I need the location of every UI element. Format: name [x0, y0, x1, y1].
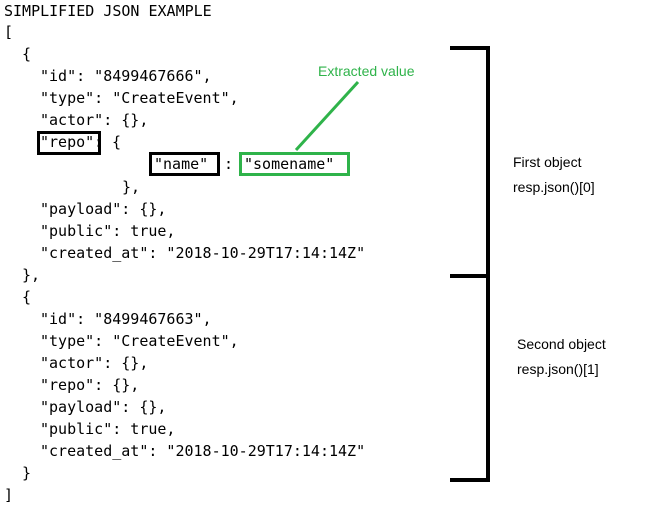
object-1-created-at: "created_at": "2018-10-29T17:14:14Z"	[40, 244, 366, 262]
extracted-value-highlight-box	[239, 152, 350, 176]
second-object-expression: resp.json()[1]	[517, 361, 599, 377]
diagram-title: SIMPLIFIED JSON EXAMPLE	[4, 2, 212, 20]
close-bracket: ]	[4, 486, 14, 504]
first-object-expression: resp.json()[0]	[513, 179, 595, 195]
object-1-public: "public": true,	[40, 222, 176, 240]
object-2-actor: "actor": {},	[40, 354, 149, 372]
object-2-close: }	[22, 464, 32, 482]
object-1-payload: "payload": {},	[40, 200, 167, 218]
object-1-open: {	[22, 45, 32, 63]
object-2-id: "id": "8499467663",	[40, 310, 212, 328]
object-2-repo: "repo": {},	[40, 376, 140, 394]
object-1-close: },	[22, 266, 41, 284]
object-2-created-at: "created_at": "2018-10-29T17:14:14Z"	[40, 442, 366, 460]
object-1-id: "id": "8499467666",	[40, 67, 212, 85]
object-1-repo-key: "repo"	[40, 133, 95, 151]
second-object-label: Second object	[517, 336, 606, 352]
object-1-name-key: "name"	[154, 155, 209, 173]
object-1-type: "type": "CreateEvent",	[40, 89, 239, 107]
extracted-value-arrow	[294, 80, 360, 152]
object-2-open: {	[22, 288, 32, 306]
object-1-name-value: "somename"	[244, 155, 335, 173]
objects-brace	[450, 46, 490, 482]
object-1-repo-close: },	[122, 178, 141, 196]
object-1-colon: :	[224, 155, 234, 173]
extracted-value-label: Extracted value	[318, 63, 415, 79]
object-2-type: "type": "CreateEvent",	[40, 332, 239, 350]
object-2-public: "public": true,	[40, 420, 176, 438]
repo-highlight-box	[37, 131, 101, 155]
open-bracket: [	[4, 23, 14, 41]
name-highlight-box	[149, 152, 220, 176]
first-object-label: First object	[513, 154, 582, 170]
object-2-payload: "payload": {},	[40, 398, 167, 416]
object-1-actor: "actor": {},	[40, 111, 149, 129]
